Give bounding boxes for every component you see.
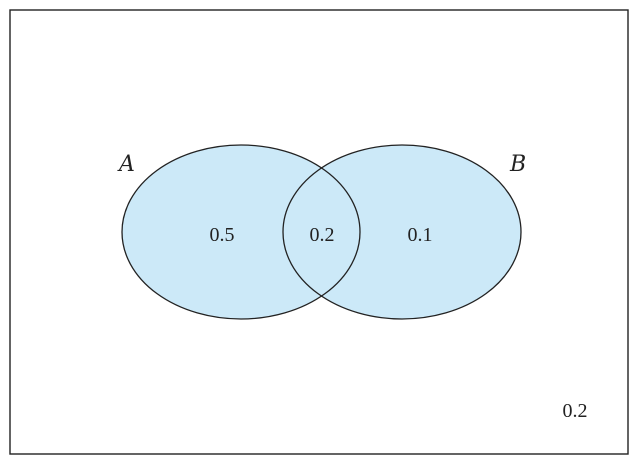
set-a-outline [121,144,361,320]
set-b-fill [283,145,521,319]
set-a-label: A [117,152,135,177]
set-b-label: B [509,152,526,177]
intersection-value: 0.2 [310,224,335,246]
a-only-value: 0.5 [210,224,235,246]
b-only-value: 0.1 [408,224,433,246]
set-b-outline [282,144,522,320]
outside-value: 0.2 [563,400,588,422]
